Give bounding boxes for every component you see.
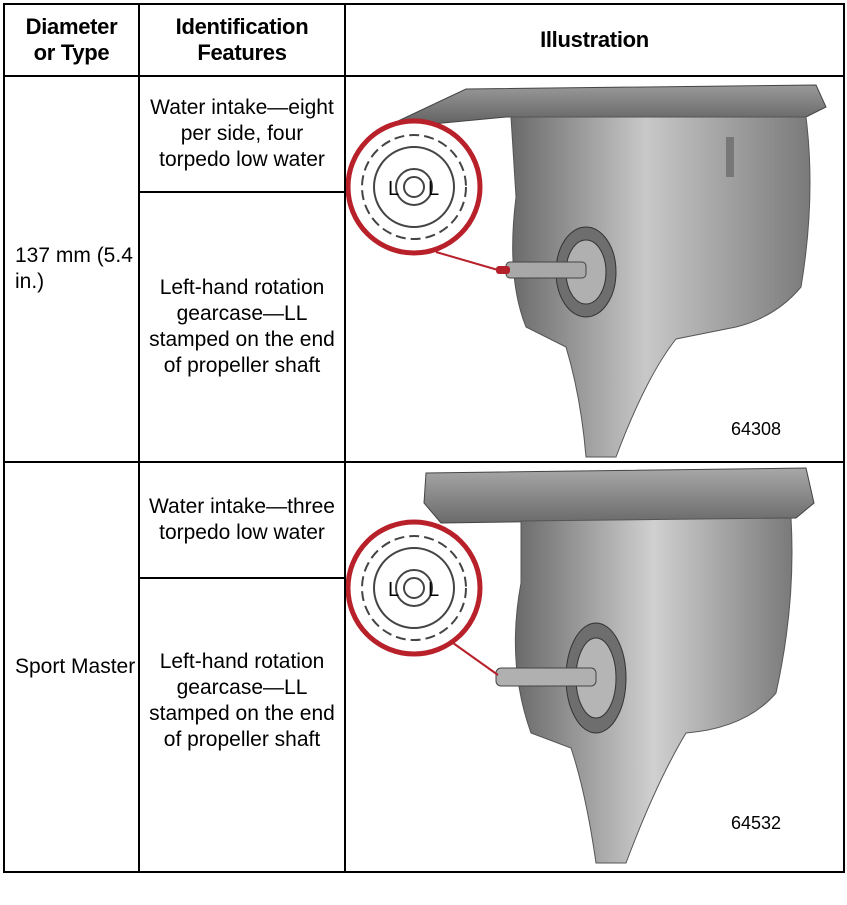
feature-cell: Water intake—eight per side, four torped… [138,75,346,193]
row-type-label: 137 mm (5.4 in.) [15,244,133,293]
feature-cell: Left-hand rotation gearcase—LL stamped o… [138,190,346,464]
figure-number: 64532 [731,813,782,833]
row-type-cell: Sport Master [3,461,140,873]
table-row: Sport Master Water intake—three torpedo … [3,461,845,873]
feature-text: Water intake—eight per side, four torped… [150,95,334,171]
feature-cell: Water intake—three torpedo low water [138,461,346,579]
feature-text: Left-hand rotation gearcase—LL stamped o… [149,649,335,751]
stamp-letter-left: L [388,178,399,200]
illustration-cell: L L 64532 [344,461,845,873]
gearcase-illustration: L L [346,467,815,864]
illustration-cell: L L 64308 [344,75,845,463]
row-type-cell: 137 mm (5.4 in.) [3,75,140,463]
row-type-label: Sport Master [15,655,136,678]
stamp-letter-right: L [428,579,439,601]
feature-cell: Left-hand rotation gearcase—LL stamped o… [138,576,346,874]
feature-text: Water intake—three torpedo low water [149,494,335,544]
table-row: Left-hand rotation gearcase—LL stamped o… [4,190,844,464]
table-row: Left-hand rotation gearcase—LL stamped o… [4,576,844,874]
stamp-letter-right: L [428,178,439,200]
figure-number: 64308 [731,419,782,439]
stamp-letter-left: L [388,579,399,601]
gearcase-illustration: L L [346,84,827,458]
feature-text: Left-hand rotation gearcase—LL stamped o… [149,275,335,377]
table-row: 137 mm (5.4 in.) Water intake—eight per … [3,75,845,463]
header-illustration: Illustration [344,3,845,77]
